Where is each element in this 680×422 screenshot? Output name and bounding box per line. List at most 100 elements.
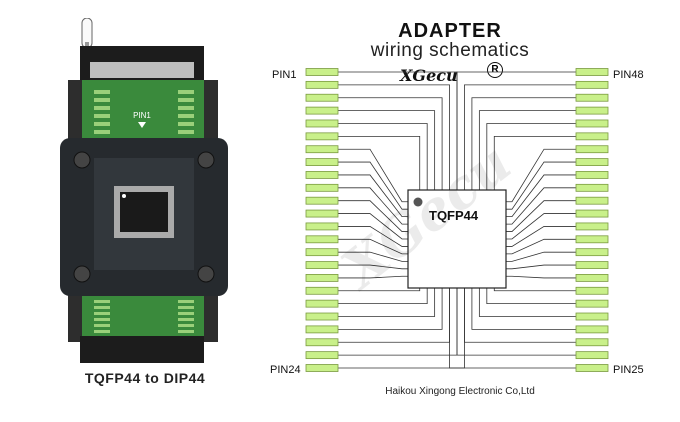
left-pad [305,351,339,360]
wire [456,71,576,190]
wire [471,97,576,190]
chip-pin1-dot [122,194,126,198]
right-pad [575,68,609,76]
wire [506,238,576,255]
right-pad [575,93,609,102]
left-pad [305,106,339,115]
left-pad [305,158,339,166]
wire [464,288,576,343]
company-footer: Haikou Xingong Electronic Co,Ltd [385,386,535,397]
wire [338,238,408,255]
wire [478,288,576,317]
left-pad [305,235,339,244]
right-pad [575,119,609,128]
right-pad [575,248,609,257]
right-pad [575,235,609,244]
pcb-pad [178,324,194,327]
wire [464,84,576,190]
socket-screw [197,265,215,283]
wire [493,288,576,292]
wire [338,288,436,317]
wire [338,226,408,247]
registered-mark-icon: R [487,62,503,78]
wire [338,288,443,330]
pcb-pad [178,122,194,126]
adapter-photo: PIN1 [60,18,228,363]
wire [338,84,450,190]
chip-pin1-dot [413,197,423,207]
left-pad [305,261,339,269]
pcb-pad [178,306,194,309]
wire [506,148,576,203]
right-pad [575,209,609,218]
right-pad [575,325,609,334]
wire [471,288,576,330]
schematic-title: ADAPTER [398,20,502,42]
wire [338,264,408,270]
right-pad [575,274,609,282]
right-pad-column [575,68,609,372]
right-pad [575,145,609,154]
wire [506,187,576,225]
left-pad [305,145,339,154]
wire [338,251,408,262]
pin24-label: PIN24 [270,364,301,376]
left-pad [305,286,339,295]
right-pad [575,171,609,179]
wire [506,251,576,262]
pcb-pad [94,106,110,110]
pcb-pad [178,330,194,333]
wire [486,288,576,305]
right-pad [575,183,609,192]
pcb-traces-bottom [94,300,194,333]
wire [506,161,576,210]
photo-caption: TQFP44 to DIP44 [84,370,206,386]
zif-socket-bottom [80,336,204,363]
left-pad [305,132,339,141]
wire [338,110,436,190]
left-pad [305,222,339,231]
socket-screw [73,151,91,169]
chip-label: TQFP44 [429,208,479,223]
left-pad [305,80,339,89]
pcb-pad [178,114,194,118]
right-pad [575,364,609,372]
left-pad [305,196,339,205]
pcb-traces-top [94,90,194,134]
pcb-pad [178,300,194,303]
left-pad [305,338,339,347]
schematic-subtitle: wiring schematics [370,40,530,61]
left-pad [305,325,339,334]
left-pad [305,312,339,321]
pcb-pad [178,130,194,134]
pin48-label: PIN48 [613,69,644,81]
brand-logo: XGecu [400,66,458,85]
wire [493,135,576,190]
wire [338,174,408,218]
pin1-marker-label: PIN1 [133,111,151,120]
right-pad [575,222,609,231]
pcb-pad [94,318,110,321]
right-pad [575,338,609,347]
pcb-pad [94,114,110,118]
right-pad [575,299,609,308]
wire [338,200,408,232]
wire [338,288,421,292]
pcb-pad [94,130,110,134]
left-pad [305,364,339,372]
wire [338,97,443,190]
wire [506,275,576,279]
pcb-pad [94,324,110,327]
pcb-pad [178,318,194,321]
left-pad [305,183,339,192]
socket-screw [197,151,215,169]
left-pad [305,274,339,282]
wiring-diagram [305,68,609,372]
zif-socket-slot [90,62,194,78]
right-pad [575,132,609,141]
right-pad [575,261,609,269]
wire [338,288,428,305]
wire [338,123,428,190]
left-pad [305,171,339,179]
right-pad [575,351,609,360]
